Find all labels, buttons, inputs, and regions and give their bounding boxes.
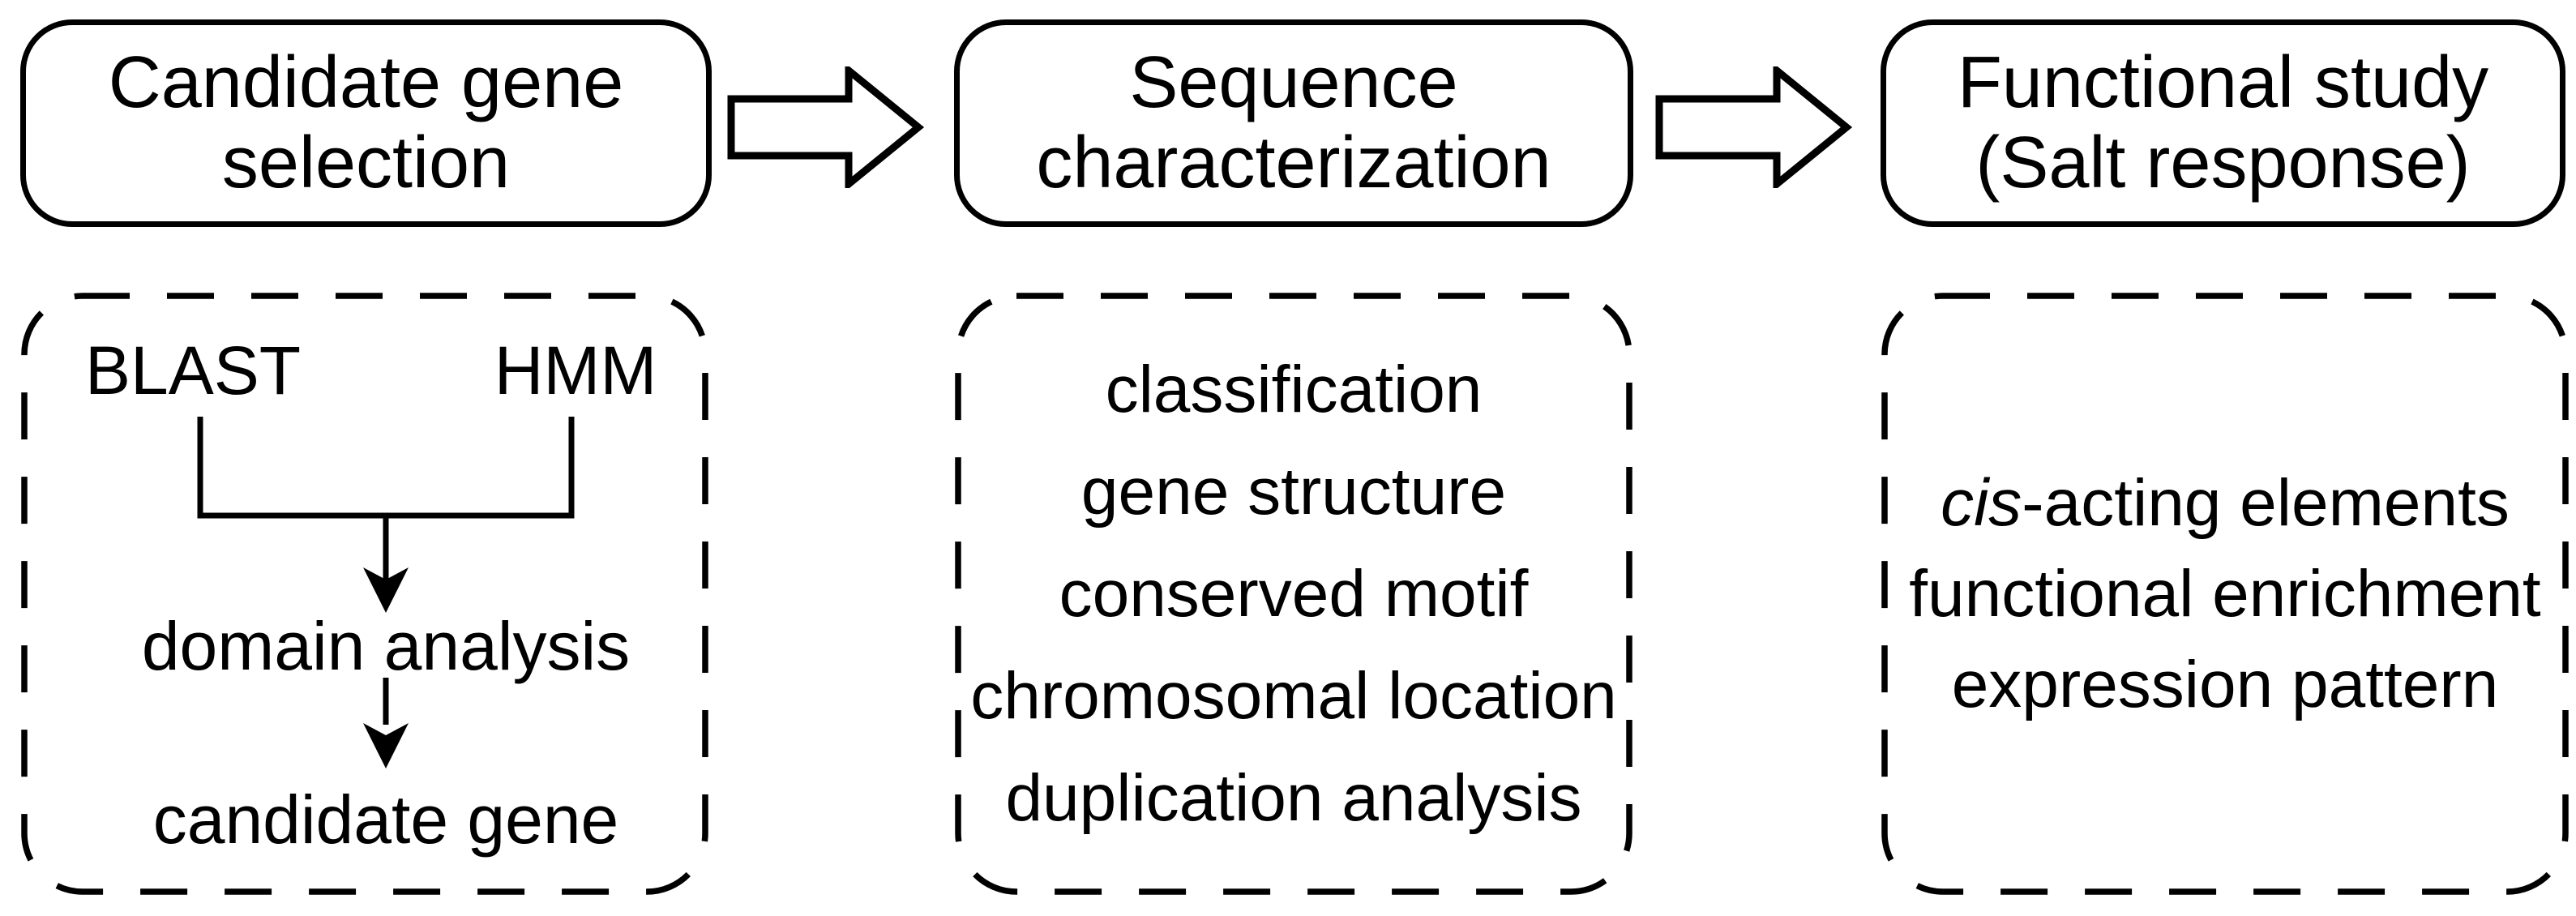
list-item: conserved motif [1059,556,1529,631]
stage-title-line: Candidate gene [108,42,624,123]
label-blast: BLAST [84,332,302,409]
list-item: chromosomal location [970,658,1617,733]
detail-functional-study: cis-acting elements functional enrichmen… [1881,292,2570,896]
flow-arrow-shape [1655,66,1853,188]
stage-title-line: selection [221,122,511,203]
dashed-box-functional-study [1881,293,2569,895]
dashed-border [1881,293,2569,895]
flow-arrow-icon [727,66,925,188]
detail-candidate-gene-selection: BLAST HMM domain analysis candidate gene [20,292,709,896]
flow-arrow-icon [1655,66,1853,188]
dashed-border [21,293,708,895]
list-item: functional enrichment [1909,556,2541,631]
down-arrow-icon [363,723,409,768]
list-item: gene structure [1080,454,1507,529]
stage-title-line: Sequence [1129,42,1458,123]
cis-italic-text: cis [1941,465,2022,540]
down-arrow-icon [363,567,409,613]
dashed-box-sequence-characterization [955,293,1632,895]
cis-rest-text: -acting elements [2022,465,2510,540]
dashed-box-candidate-gene-selection [21,293,708,895]
detail-sequence-characterization: classification gene structure conserved … [954,292,1633,896]
label-hmm: HMM [494,332,657,409]
flow-arrow-shape [727,66,925,188]
stage-title-line: (Salt response) [1975,122,2471,203]
stage-title-line: characterization [1036,122,1551,203]
list-item: classification [1105,352,1483,426]
stage-box-candidate-gene-selection: Candidate gene selection [20,19,712,227]
stage-box-sequence-characterization: Sequence characterization [954,19,1633,227]
stage-title-line: Functional study [1957,42,2489,123]
dashed-border [955,293,1632,895]
list-item: cis-acting elements [1941,458,2510,549]
merge-connector [197,417,575,768]
stage-box-functional-study: Functional study (Salt response) [1881,19,2565,227]
merge-bracket-line [197,417,575,519]
label-candidate-gene: candidate gene [152,781,619,858]
list-item: duplication analysis [1005,760,1582,835]
label-domain-analysis: domain analysis [141,608,631,684]
list-item: expression pattern [1951,647,2499,721]
